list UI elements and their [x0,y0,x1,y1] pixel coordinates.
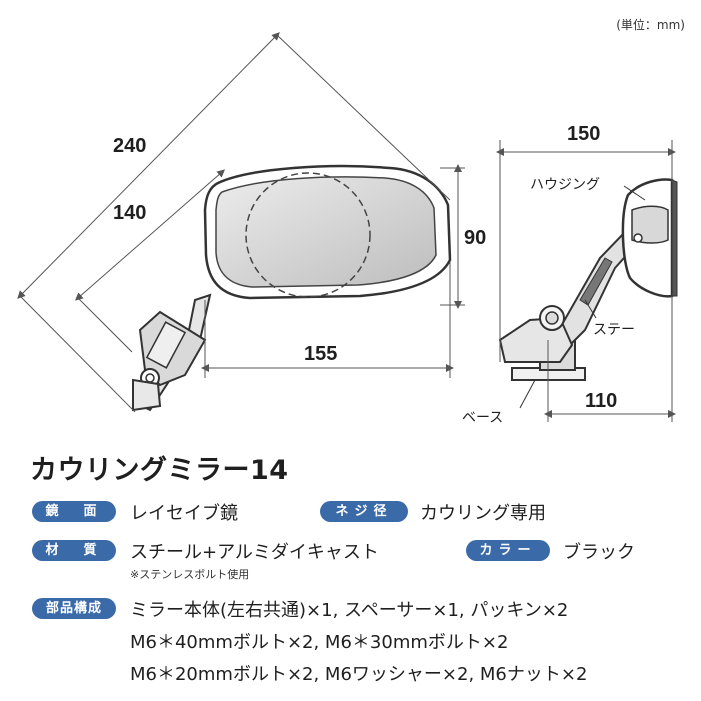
side-view-mirror [498,178,678,381]
unit-note: (単位：mm) [616,18,685,32]
front-view-mirror [132,164,452,412]
mirror-surface-badge: 鏡 面 [32,501,116,522]
color-value: ブラック [563,542,635,563]
side-dimensions [496,140,676,422]
dim-140-label: 140 [113,202,146,224]
material-note: ※ステンレスボルト使用 [130,568,250,581]
screw-diameter-badge: ネジ径 [320,501,408,522]
color-badge: カラー [466,540,550,561]
dim-150-label: 150 [567,123,600,145]
dim-240-label: 240 [113,135,146,157]
screw-diameter-value: カウリング専用 [420,503,546,524]
dimension-diagram: 240 140 90 155 150 110 ハウジング ステー ベース [17,32,678,426]
stay-label: ステー [593,322,635,338]
front-dimensions [17,32,465,413]
dim-155-label: 155 [304,343,337,365]
components-line-1: ミラー本体(左右共通)×1, スペーサー×1, パッキン×2 [130,600,569,621]
product-title: カウリングミラー14 [30,455,289,486]
components-line-2: M6＊40mmボルト×2, M6＊30mmボルト×2 [130,632,509,653]
material-badge: 材 質 [32,540,116,561]
material-value: スチール+アルミダイキャスト [130,542,379,563]
dim-110-label: 110 [585,390,617,412]
housing-label: ハウジング [530,177,600,193]
components-line-3: M6＊20mmボルト×2, M6ワッシャー×2, M6ナット×2 [130,664,588,685]
base-label: ベース [462,410,503,426]
dim-90-label: 90 [464,227,486,249]
mirror-surface-value: レイセイブ鏡 [130,503,238,524]
components-badge: 部品構成 [32,598,116,619]
